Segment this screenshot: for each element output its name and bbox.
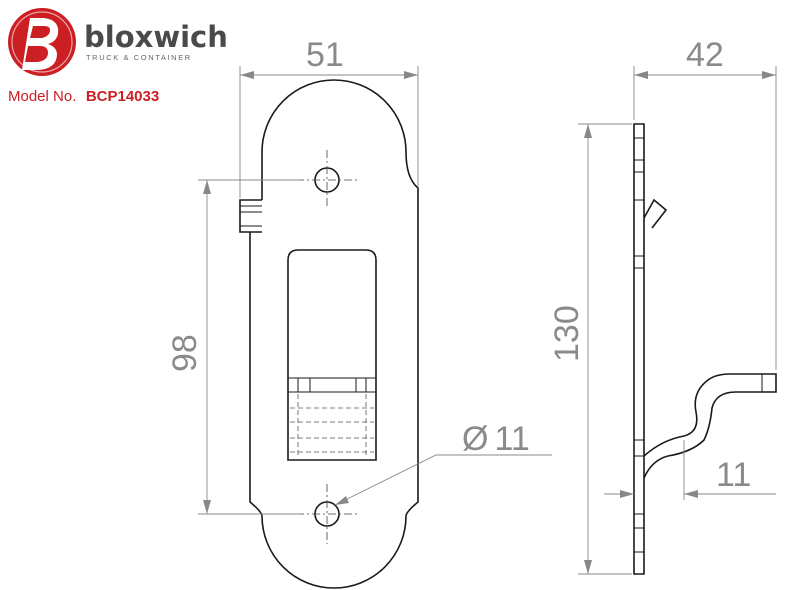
dimension-offset: 11 bbox=[604, 440, 776, 500]
diameter-symbol: Ø bbox=[462, 420, 488, 458]
dimension-height: 130 bbox=[548, 123, 632, 575]
model-label: Model No. bbox=[8, 88, 76, 105]
dimension-height-value: 130 bbox=[548, 305, 586, 362]
dimension-width-value: 51 bbox=[306, 36, 344, 74]
model-number-line: Model No. BCP14033 bbox=[8, 88, 159, 105]
side-plate bbox=[633, 123, 645, 575]
logo-emblem-icon bbox=[8, 8, 76, 76]
side-clip bbox=[643, 198, 668, 229]
brand-logo: bloxwich TRUCK & CONTAINER bbox=[8, 8, 228, 76]
latch-tongue bbox=[288, 377, 376, 461]
brand-name: bloxwich bbox=[84, 20, 228, 54]
side-tab bbox=[239, 199, 262, 233]
dimension-depth: 42 bbox=[633, 36, 777, 370]
front-view bbox=[239, 79, 419, 589]
dimension-depth-value: 42 bbox=[686, 36, 724, 74]
dimension-hole-spacing: 98 bbox=[166, 179, 300, 515]
dimension-hole-spacing-value: 98 bbox=[166, 334, 204, 372]
dimension-hole-diameter-value: 11 bbox=[494, 420, 529, 458]
latch-slot bbox=[287, 249, 377, 461]
side-view bbox=[633, 123, 777, 575]
model-number: BCP14033 bbox=[86, 88, 159, 105]
side-handle bbox=[643, 373, 777, 479]
dimension-offset-value: 11 bbox=[716, 456, 751, 494]
dimension-width: 51 bbox=[239, 36, 419, 198]
brand-tagline: TRUCK & CONTAINER bbox=[86, 53, 192, 62]
plate-outline bbox=[249, 79, 419, 589]
